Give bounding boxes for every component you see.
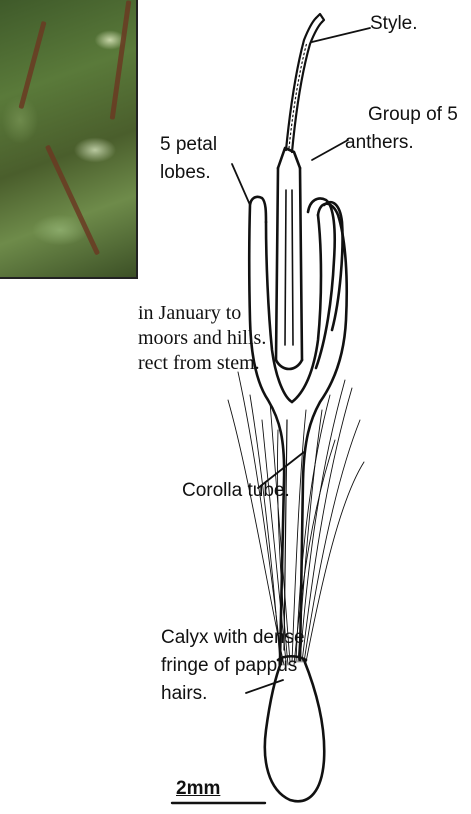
calyx — [265, 656, 324, 801]
style — [286, 14, 324, 152]
pappus-hairs — [228, 372, 364, 665]
corolla — [249, 148, 346, 660]
